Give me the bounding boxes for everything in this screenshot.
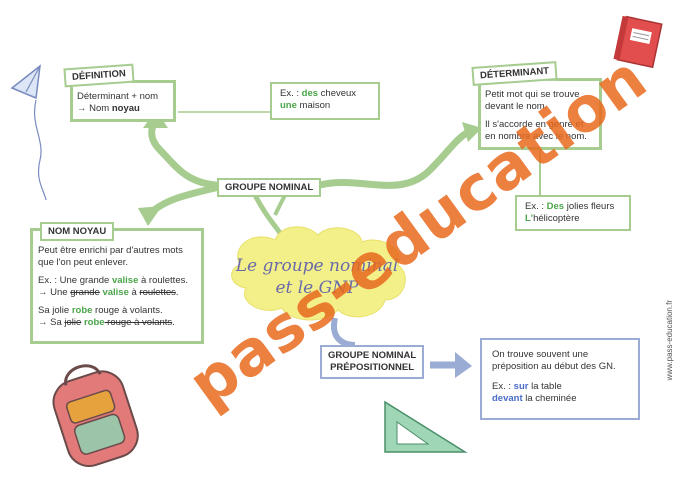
gnp-ex-preposition-1: sur <box>513 381 529 392</box>
gnp-tag: GROUPE NOMINAL PRÉPOSITIONNEL <box>320 345 425 379</box>
example-right-line-1: Ex. : Des jolies fleurs <box>525 201 621 213</box>
nom-noyau-ex2: → Une grande valise à roulettes. <box>38 287 196 299</box>
arrow-to-nom-noyau <box>148 184 219 216</box>
example-right-line-2: L'hélicoptère <box>525 213 621 225</box>
title-line-2: et le GNP <box>275 278 359 298</box>
definition-arrow-text: → Nom <box>77 103 112 114</box>
definition-line-1: Déterminant + nom <box>77 91 159 102</box>
nom-noyau-p1: Peut être enrichi par d'autres mots que … <box>38 245 183 268</box>
gnp-p1: On trouve souvent une préposition au déb… <box>492 349 616 372</box>
example-right-text-1: jolies fleurs <box>564 201 615 212</box>
ex2-c: à <box>128 287 140 298</box>
nom-noyau-tag: NOM NOYAU <box>40 222 115 241</box>
gnp-tag-line-1: GROUPE NOMINAL <box>328 350 417 361</box>
gnp-ex-text-2: la cheminée <box>522 393 577 404</box>
gnp-tag-line-2: PRÉPOSITIONNEL <box>330 362 415 373</box>
example-right-word-2: L' <box>525 213 534 224</box>
stem-to-title-2 <box>273 194 287 216</box>
example-right-word-1: Des <box>546 201 565 212</box>
example-top-line-1: Ex. : des cheveux <box>280 88 370 100</box>
ex3-noun: robe <box>71 305 93 316</box>
determinant-p1: Petit mot qui se trouve devant le nom. <box>485 89 580 112</box>
example-top-line-2: une maison <box>280 100 370 112</box>
ex1-noun: valise <box>111 275 139 286</box>
ex4-d: . <box>172 317 175 328</box>
set-square-icon <box>384 400 468 453</box>
book-icon <box>613 15 663 69</box>
ex4-a: → Sa <box>38 317 65 328</box>
example-top-box: Ex. : des cheveux une maison <box>270 82 380 120</box>
arrow-head-nom-noyau <box>138 206 162 226</box>
ex1-a: Ex. : Une grande <box>38 275 112 286</box>
definition-box: Déterminant + nom → Nom noyau <box>70 80 176 122</box>
example-top-prefix: Ex. : <box>280 88 302 99</box>
ex3-a: Sa jolie <box>38 305 72 316</box>
gnp-ex-line-2: devant la cheminée <box>492 393 628 405</box>
ex2-noun: valise <box>99 287 129 298</box>
nom-noyau-ex4: → Sa jolie robe rouge à volants. <box>38 317 196 329</box>
definition-noyau: noyau <box>111 103 140 114</box>
gnp-ex-prefix: Ex. : <box>492 381 514 392</box>
nom-noyau-ex3: Sa jolie robe rouge à volants. <box>38 305 196 317</box>
gnp-ex-text-1: la table <box>528 381 562 392</box>
gnp-ex-line-1: Ex. : sur la table <box>492 381 628 393</box>
example-right-prefix: Ex. : <box>525 201 547 212</box>
determinant-p2: Il s'accorde en genre et en nombre avec … <box>485 119 587 142</box>
stem-to-gnp <box>331 317 356 348</box>
example-right-text-2: hélicoptère <box>533 213 580 224</box>
ex2-strike-1: grande <box>70 287 100 298</box>
nom-noyau-box: Peut être enrichi par d'autres mots que … <box>30 228 204 344</box>
ex3-c: rouge à volants. <box>92 305 163 316</box>
arrow-head-determinant <box>462 122 482 142</box>
example-top-word-2: une <box>280 100 297 111</box>
ex2-strike-2: roulettes <box>139 287 176 298</box>
side-url: www.pass-education.fr <box>665 300 674 381</box>
ex1-c: à roulettes. <box>138 275 188 286</box>
definition-line-2: → Nom noyau <box>77 103 169 115</box>
ex2-d: . <box>175 287 179 298</box>
ex4-strike-1: jolie <box>64 317 82 328</box>
gnp-box: On trouve souvent une préposition au déb… <box>480 338 640 420</box>
ex4-strike-2: rouge à volants <box>104 317 173 328</box>
ex4-noun: robe <box>81 317 105 328</box>
example-right-box: Ex. : Des jolies fleurs L'hélicoptère <box>515 195 631 231</box>
backpack-icon <box>52 364 139 467</box>
example-top-text-1: cheveux <box>318 88 357 99</box>
gnp-ex-preposition-2: devant <box>492 393 523 404</box>
diagram-title: Le groupe nominal et le GNP <box>232 255 402 299</box>
example-top-word-1: des <box>301 88 319 99</box>
paper-plane-icon <box>10 64 47 201</box>
arrow-head-gnp <box>455 352 472 378</box>
arrow-to-determinant <box>316 128 472 189</box>
title-cloud <box>231 226 406 321</box>
determinant-box: Petit mot qui se trouve devant le nom. I… <box>478 78 602 150</box>
arrow-to-definition <box>148 118 219 189</box>
groupe-nominal-tag: GROUPE NOMINAL <box>217 178 322 197</box>
title-line-1: Le groupe nominal <box>235 256 399 276</box>
nom-noyau-ex1: Ex. : Une grande valise à roulettes. <box>38 275 196 287</box>
example-top-text-2: maison <box>296 100 331 111</box>
ex2-a: → Une <box>38 287 71 298</box>
